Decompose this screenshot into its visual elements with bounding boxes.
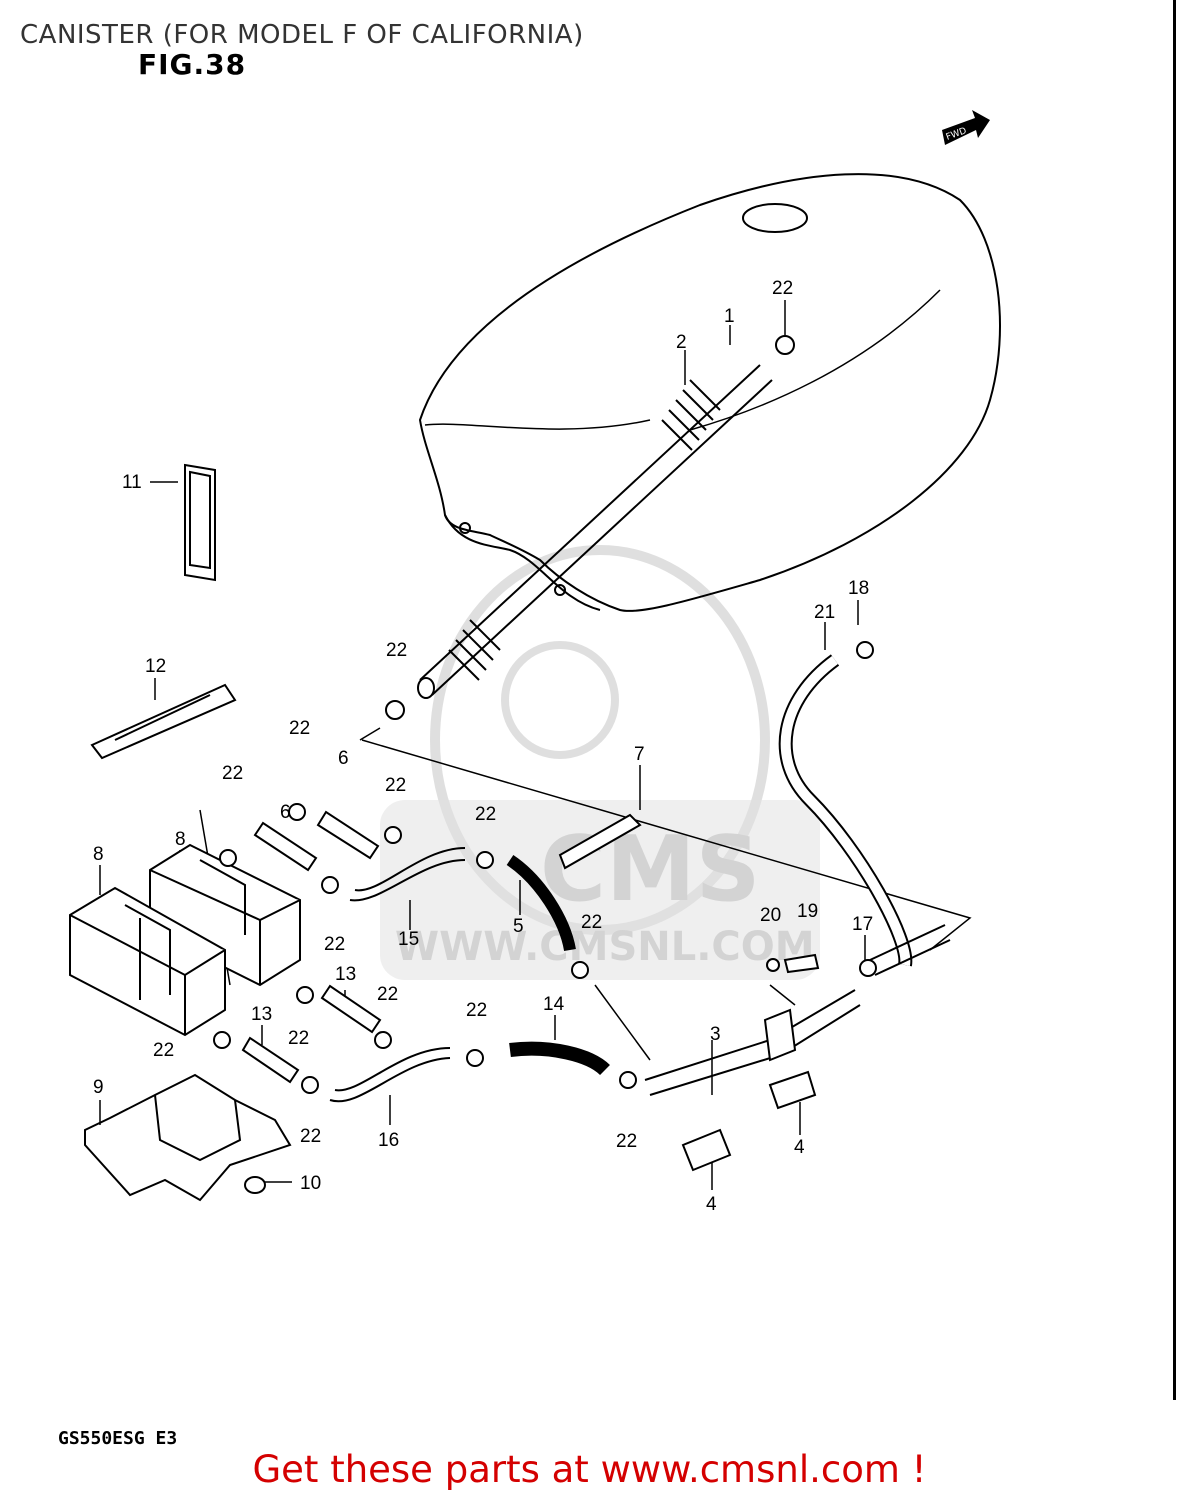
callout-8-a: 8 [175,829,186,850]
clamp-set [213,335,877,1094]
callout-numbers: 1 2 22 11 12 22 18 21 22 6 22 22 7 8 6 2… [93,278,873,1215]
canister-band [184,463,216,582]
callout-15: 15 [398,929,419,950]
callout-22-b: 22 [386,640,407,661]
cms-watermark: CMS WWW.CMSNL.COM [380,545,820,980]
callout-22-c: 22 [289,718,310,739]
callout-21: 21 [814,602,835,623]
callout-22-j: 22 [466,1000,487,1021]
callout-18: 18 [848,578,869,599]
callout-11: 11 [122,472,142,493]
callout-14: 14 [543,994,565,1015]
callout-22-g: 22 [324,934,345,955]
figure-number: FIG.38 [138,48,247,81]
footer-link[interactable]: Get these parts at www.cmsnl.com ! [252,1448,927,1491]
callout-22-f: 22 [475,804,496,825]
callout-13-a: 13 [335,964,356,985]
watermark-url: WWW.CMSNL.COM [395,924,815,970]
model-code: GS550ESG E3 [58,1428,178,1449]
callout-6-b: 6 [280,802,291,823]
callout-22-d: 22 [222,763,243,784]
callout-22-i: 22 [377,984,398,1005]
callout-4-a: 4 [794,1137,805,1158]
callout-22-k: 22 [288,1028,309,1049]
fwd-arrow-icon: FWD [942,110,990,145]
callout-2: 2 [676,332,687,353]
callout-4-b: 4 [706,1194,717,1215]
canister-strap [90,683,237,760]
callout-17: 17 [852,914,873,935]
callout-1: 1 [724,306,735,327]
callout-22-h: 22 [581,912,602,933]
callout-8-b: 8 [93,844,104,865]
callout-13-b: 13 [251,1004,272,1025]
callout-22-l: 22 [153,1040,174,1061]
fuel-tank [418,173,1001,612]
callout-3: 3 [710,1024,721,1045]
callout-22-e: 22 [385,775,406,796]
callout-5: 5 [513,916,524,937]
callout-22-m: 22 [300,1126,321,1147]
hose-set [241,654,951,1172]
breather-hose-assembly [417,364,773,699]
callout-7: 7 [634,744,645,765]
callout-9: 9 [93,1077,104,1098]
callout-10: 10 [300,1173,321,1194]
callout-22-n: 22 [616,1131,637,1152]
callout-12: 12 [145,656,166,677]
callout-20: 20 [760,905,781,926]
callout-6-a: 6 [338,748,349,769]
scan-edge-line [1173,0,1176,1400]
callout-22-a: 22 [772,278,793,299]
callout-16: 16 [378,1130,399,1151]
watermark-brand: CMS [540,817,760,922]
canister-pair [69,843,301,1037]
page-title: CANISTER (FOR MODEL F OF CALIFORNIA) [20,20,584,50]
canister-holder [84,1073,292,1202]
callout-19: 19 [797,901,818,922]
